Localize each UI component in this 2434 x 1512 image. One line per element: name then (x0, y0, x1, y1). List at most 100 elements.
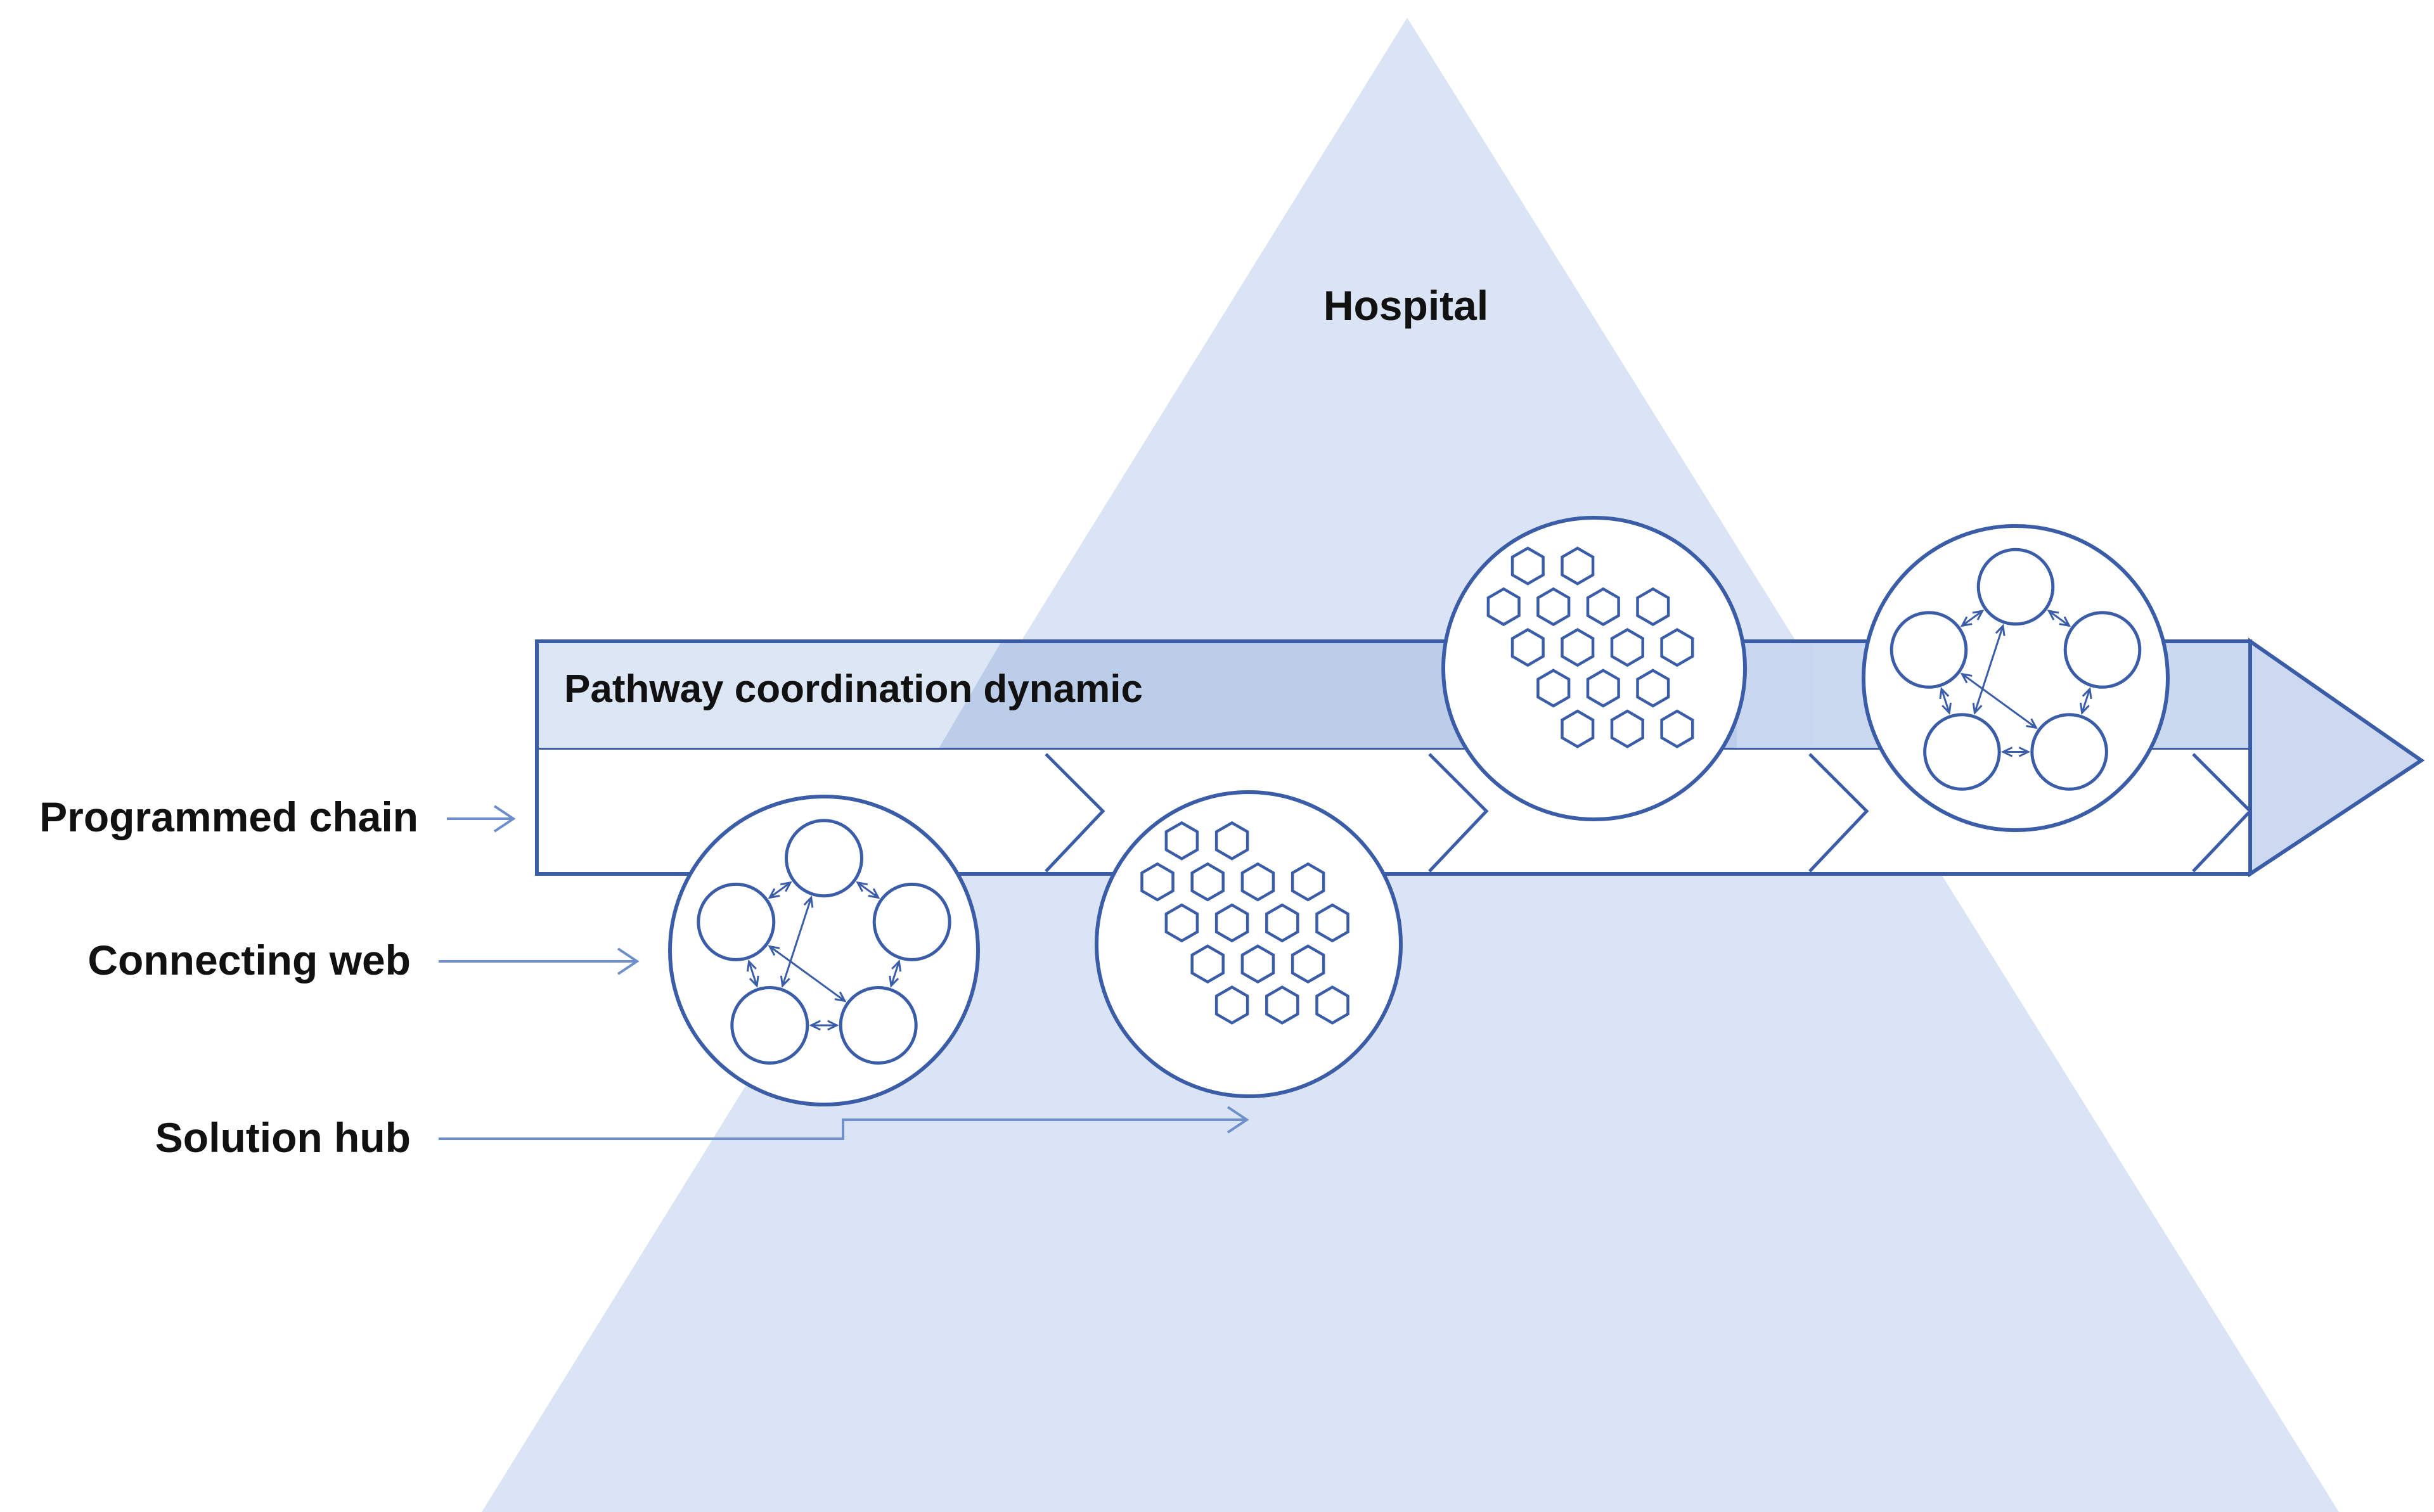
link-arrowhead (856, 881, 868, 892)
link-arrowhead (2018, 746, 2031, 757)
link-arrowhead (1960, 616, 1973, 627)
legend-connecting-web-label: Connecting web (87, 937, 411, 983)
hexagon-cell (1164, 903, 1199, 943)
chain-chevron-3 (1808, 753, 1869, 873)
link-arrowhead (1972, 702, 1983, 715)
hexagon-cell (1164, 821, 1199, 861)
web-node (730, 986, 809, 1065)
web-node (1976, 548, 2055, 626)
web-node (1923, 713, 2001, 791)
link-line (857, 881, 879, 899)
hexagon-cell (1536, 587, 1571, 627)
link-arrowhead (2026, 718, 2038, 729)
legend-programmed-chain-label: Programmed chain (39, 793, 418, 840)
hexagon-cell (1610, 628, 1644, 667)
link-arrowhead (768, 888, 780, 899)
hexagon-cell (1636, 587, 1670, 627)
link-line (890, 961, 900, 987)
web-node (839, 986, 918, 1065)
web-node (2063, 611, 2142, 689)
link-line (769, 945, 846, 1002)
link-line (769, 881, 791, 899)
hexagon-cell (1586, 587, 1620, 627)
link-arrowhead (803, 895, 814, 908)
link-line (748, 961, 758, 987)
hub-circle (1095, 790, 1403, 1098)
hexagon-cell (1291, 944, 1325, 984)
hexagon-cell (1190, 862, 1225, 902)
web-node (785, 819, 863, 898)
hexagon-cell (1561, 546, 1595, 586)
link-arrowhead (746, 959, 757, 972)
chain-chevron-2 (1428, 753, 1489, 873)
link-line (1961, 610, 1983, 627)
web-node (697, 882, 776, 961)
hexagon-cell (1291, 862, 1325, 902)
hexagon-cell (1660, 709, 1694, 748)
link-arrowhead (2047, 610, 2059, 620)
connecting-web-icon (1862, 524, 2170, 832)
link-arrowhead (2082, 686, 2092, 700)
connecting-web-icon (668, 795, 980, 1106)
link-line (1940, 688, 1950, 714)
chain-strip-border (535, 750, 2250, 876)
hospital-title: Hospital (1323, 282, 1488, 329)
link-arrowhead (1972, 610, 1985, 620)
hexagon-cell (1214, 903, 1249, 943)
link-arrowhead (809, 1020, 821, 1031)
link-line (2081, 688, 2091, 714)
link-line (2048, 610, 2070, 627)
link-arrowhead (749, 975, 759, 988)
link-line (1961, 673, 2037, 729)
hexagon-cell (1510, 546, 1545, 586)
link-arrowhead (868, 888, 880, 899)
web-node (872, 882, 951, 961)
hexagon-cell (1561, 628, 1595, 667)
hexagon-cell (1315, 985, 1349, 1025)
link-arrowhead (1995, 624, 2006, 636)
link-arrowhead (2059, 616, 2071, 627)
hexagon-cell (1240, 862, 1275, 902)
link-arrowhead (780, 975, 790, 988)
link-line (782, 897, 813, 987)
programmed-chain-pointer (447, 805, 516, 833)
hexagon-cell (1214, 985, 1249, 1025)
hexagon-cell (1610, 709, 1644, 748)
link-arrowhead (768, 945, 780, 956)
hexagon-cell (1561, 709, 1595, 748)
hexagon-cell (1265, 903, 1299, 943)
hexagon-cell (1636, 669, 1670, 708)
link-arrowhead (891, 959, 902, 972)
link-arrowhead (1960, 672, 1973, 684)
link-arrowhead (1941, 702, 1952, 715)
link-arrowhead (1939, 686, 1950, 700)
link-arrowhead (889, 975, 899, 988)
solution-hub-icon (1095, 790, 1403, 1098)
hexagon-cell (1190, 944, 1225, 984)
chain-chevron-1 (1045, 753, 1105, 873)
hub-circle (1441, 516, 1747, 821)
pathway-band-label: Pathway coordination dynamic (564, 667, 1143, 711)
hexagon-cell (1660, 628, 1694, 667)
hexagon-cell (1536, 669, 1571, 708)
link-arrowhead (834, 991, 847, 1003)
link-arrowhead (2080, 702, 2090, 715)
web-node (1890, 611, 1968, 689)
link-line (1973, 625, 2004, 714)
link-arrowhead (2000, 746, 2013, 757)
solution-hub-icon (1441, 516, 1747, 821)
hexagon-cell (1140, 862, 1175, 902)
hexagon-cell (1265, 985, 1299, 1025)
link-arrowhead (780, 881, 792, 892)
legend-solution-hub-label: Solution hub (155, 1114, 411, 1161)
arrow-head (2248, 637, 2425, 878)
web-node (2030, 713, 2108, 791)
link-arrowhead (827, 1020, 839, 1031)
hexagon-cell (1486, 587, 1521, 627)
hexagon-cell (1214, 821, 1249, 861)
connecting-web-pointer (439, 947, 640, 975)
solution-hub-pointer (439, 1106, 1249, 1140)
hexagon-cell (1240, 944, 1275, 984)
hexagon-cell (1510, 628, 1545, 667)
